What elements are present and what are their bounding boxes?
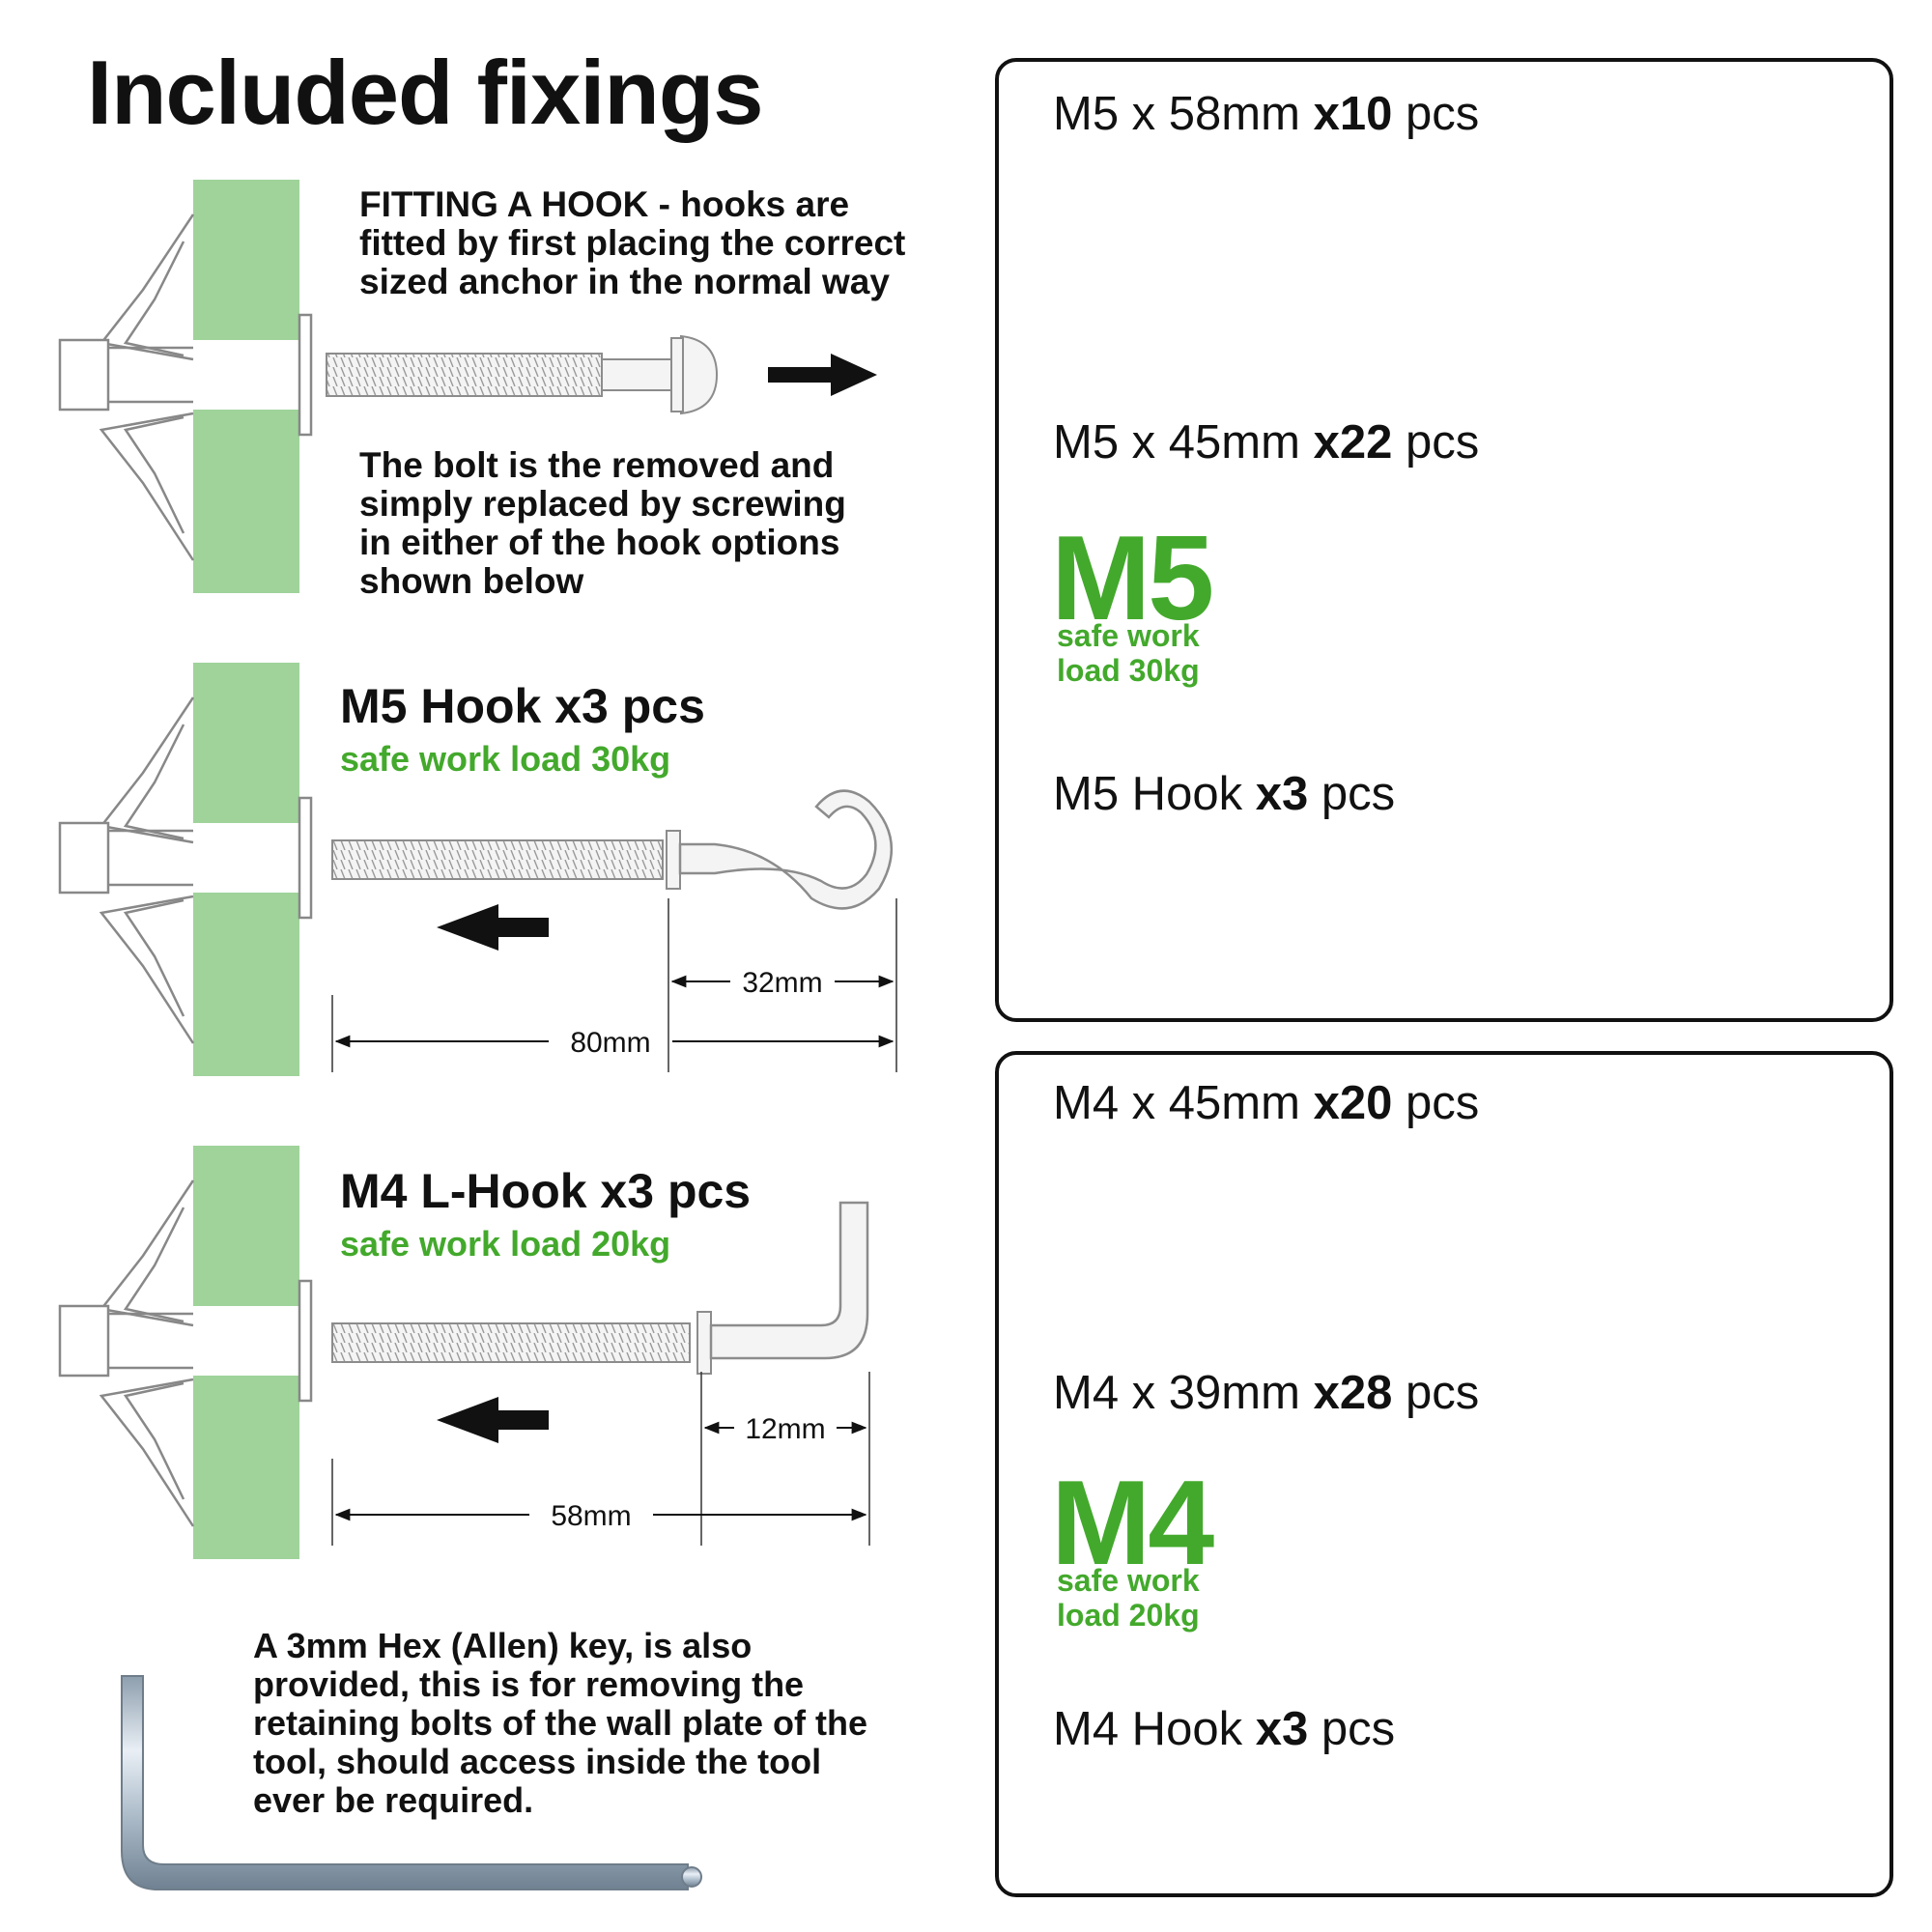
arrow-right-icon [768, 354, 877, 396]
replace-line: in either of the hook options [359, 523, 840, 562]
replace-line: simply replaced by screwing [359, 484, 846, 524]
hex-key-line: tool, should access inside the tool [253, 1742, 822, 1781]
hex-key-note: A 3mm Hex (Allen) key, is also provided,… [253, 1627, 867, 1820]
hook-bolt-drawing [331, 839, 664, 880]
quantity: x3 [1255, 1703, 1309, 1755]
hook-drawing [678, 789, 894, 910]
arrow-left-icon [437, 1397, 549, 1443]
m5-load-badge: safe work load 30kg [1057, 618, 1200, 688]
dimension-label: 32mm [742, 967, 822, 999]
m4-hook-label: M4 Hook x3 pcs [1053, 1703, 1396, 1755]
lhook-bolt-drawing [331, 1322, 691, 1363]
fitting-line: FITTING A HOOK - hooks are [359, 185, 850, 224]
m4-load-badge: safe work load 20kg [1057, 1563, 1200, 1633]
m4-hook-load: safe work load 20kg [340, 1224, 671, 1264]
dimension-label: 58mm [551, 1500, 631, 1532]
m4-39mm-label: M4 x 39mm x28 pcs [1053, 1367, 1480, 1419]
m4-hook-heading: M4 L-Hook x3 pcs [340, 1164, 752, 1218]
replace-instructions: The bolt is the removed and simply repla… [359, 446, 846, 601]
quantity: x28 [1313, 1367, 1393, 1419]
dimension-label: 80mm [570, 1027, 650, 1059]
fitting-line: fitted by first placing the correct [359, 223, 906, 263]
hex-key-line: provided, this is for removing the [253, 1664, 805, 1704]
dimension-label: 12mm [745, 1413, 825, 1445]
fitting-instructions: FITTING A HOOK - hooks are fitted by fir… [359, 185, 905, 301]
replace-line: The bolt is the removed and [359, 445, 835, 485]
page-title: Included fixings [87, 42, 764, 143]
quantity: x20 [1313, 1077, 1393, 1129]
m4-products-panel: M4 x 45mm x20 pcs M4 x 39mm x28 pcs M4 s… [995, 1051, 1893, 1897]
m5-size-badge: M5 [1051, 512, 1214, 645]
replace-line: shown below [359, 561, 584, 601]
hex-key-line: retaining bolts of the wall plate of the [253, 1703, 868, 1743]
hex-key-line: A 3mm Hex (Allen) key, is also [253, 1626, 753, 1665]
anchor-drawing [58, 213, 313, 561]
m4-size-badge: M4 [1051, 1457, 1214, 1590]
quantity: x3 [1255, 768, 1309, 820]
fitting-line: sized anchor in the normal way [359, 262, 890, 301]
m5-hook-label: M5 Hook x3 pcs [1053, 768, 1396, 820]
lhook-drawing [709, 1201, 869, 1360]
m5-58mm-label: M5 x 58mm x10 pcs [1053, 88, 1480, 140]
quantity: x10 [1313, 88, 1393, 140]
m4-hook-diagram: 12mm 58mm [58, 1146, 870, 1559]
m5-hook-load: safe work load 30kg [340, 739, 671, 779]
m5-products-panel: M5 x 58mm x10 pcs M5 x 45mm x22 pcs M5 s… [995, 58, 1893, 1022]
m5-hook-heading: M5 Hook x3 pcs [340, 679, 705, 733]
m4-45mm-label: M4 x 45mm x20 pcs [1053, 1077, 1480, 1129]
hex-key-line: ever be required. [253, 1780, 534, 1820]
m5-45mm-label: M5 x 45mm x22 pcs [1053, 416, 1480, 469]
bolt-drawing [326, 353, 603, 397]
arrow-left-icon [437, 904, 549, 951]
fitting-diagram [58, 180, 877, 593]
hex-key-drawing [121, 1675, 702, 1890]
m5-hook-diagram: 32mm 80mm [58, 663, 897, 1076]
quantity: x22 [1313, 416, 1393, 469]
